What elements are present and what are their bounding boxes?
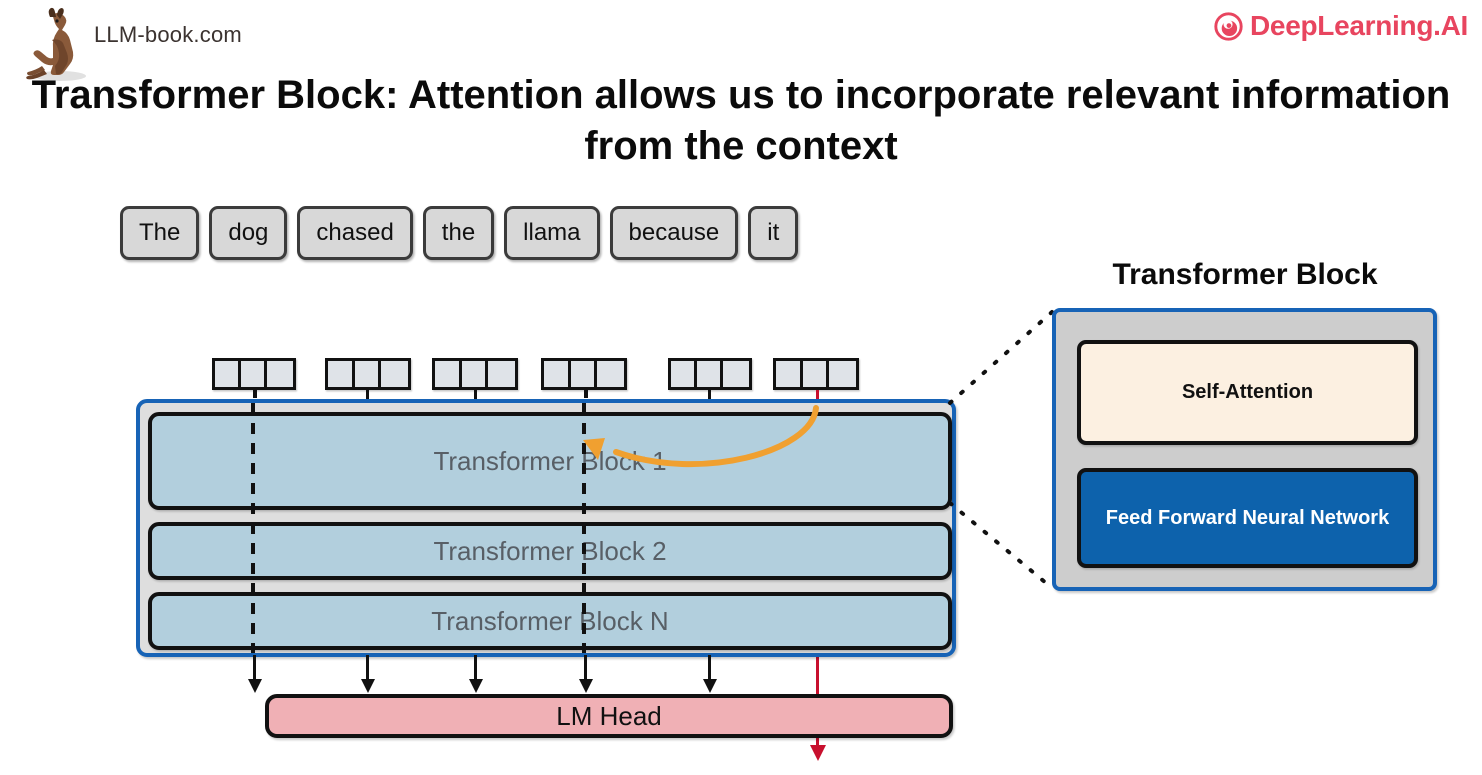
embedding-cell: [241, 361, 267, 387]
deeplearning-spiral-icon: [1214, 11, 1243, 41]
token-label: because: [628, 219, 720, 246]
embedding-vector: [212, 358, 296, 390]
token-label: chased: [316, 219, 394, 246]
token-chip[interactable]: the: [422, 206, 495, 260]
detail-connector-lines: [948, 310, 1054, 590]
embedding-cell: [462, 361, 489, 387]
token-row: The dog chased the llama because it: [120, 206, 799, 260]
transformer-block-1[interactable]: Transformer Block 1: [148, 412, 952, 510]
token-label: the: [441, 219, 476, 246]
deeplearning-brand: DeepLearning.AI: [1214, 10, 1468, 42]
site-label: LLM-book.com: [94, 22, 242, 47]
deeplearning-wordmark: DeepLearning.AI: [1250, 10, 1468, 41]
embedding-cell: [215, 361, 241, 387]
embedding-cell: [776, 361, 803, 387]
embedding-cell: [355, 361, 382, 387]
embedding-vector: [668, 358, 752, 390]
token-label: it: [767, 219, 780, 246]
embedding-cell: [381, 361, 408, 387]
embedding-cell: [723, 361, 749, 387]
transformer-stack: Transformer Block 1 Transformer Block 2 …: [136, 399, 956, 657]
transformer-block-2[interactable]: Transformer Block 2: [148, 522, 952, 580]
transformer-block-n-label: Transformer Block N: [431, 605, 669, 636]
embedding-cell: [488, 361, 515, 387]
active-stream-arrowhead: [809, 745, 826, 761]
kangaroo-icon: [20, 6, 90, 84]
self-attention-label: Self-Attention: [1181, 381, 1314, 403]
embedding-cell: [803, 361, 830, 387]
embedding-vector: [773, 358, 859, 390]
token-chip[interactable]: dog: [209, 206, 288, 260]
detail-panel-title: Transformer Block: [1112, 258, 1378, 291]
token-chip[interactable]: llama: [504, 206, 600, 260]
token-chip[interactable]: it: [748, 206, 799, 260]
token-label: dog: [228, 219, 269, 246]
embedding-cell: [697, 361, 723, 387]
embedding-cell: [328, 361, 355, 387]
embedding-cell: [571, 361, 598, 387]
transformer-block-1-label: Transformer Block 1: [433, 445, 667, 476]
embedding-cell: [597, 361, 624, 387]
token-label: llama: [523, 219, 581, 246]
site-brand: LLM-book.com: [20, 6, 242, 84]
embedding-vector: [325, 358, 411, 390]
token-chip[interactable]: chased: [297, 206, 413, 260]
token-label: The: [139, 219, 181, 246]
feed-forward-network-label: Feed Forward Neural Network: [1105, 506, 1390, 529]
token-chip[interactable]: because: [609, 206, 739, 260]
embedding-vector: [432, 358, 518, 390]
lm-head-label: LM Head: [556, 700, 662, 731]
self-attention-box[interactable]: Self-Attention: [1077, 340, 1418, 445]
transformer-block-detail-panel: Self-Attention Feed Forward Neural Netwo…: [1052, 308, 1437, 591]
page-title: Transformer Block: Attention allows us t…: [31, 73, 1451, 169]
token-chip[interactable]: The: [120, 206, 200, 260]
transformer-block-2-label: Transformer Block 2: [433, 535, 667, 566]
transformer-block-n[interactable]: Transformer Block N: [148, 592, 952, 650]
embedding-cell: [671, 361, 697, 387]
embedding-cell: [267, 361, 293, 387]
embedding-cell: [829, 361, 856, 387]
embedding-cell: [435, 361, 462, 387]
embedding-vector: [541, 358, 627, 390]
lm-head-block[interactable]: LM Head: [265, 694, 953, 738]
feed-forward-network-box[interactable]: Feed Forward Neural Network: [1077, 468, 1418, 568]
embedding-cell: [544, 361, 571, 387]
